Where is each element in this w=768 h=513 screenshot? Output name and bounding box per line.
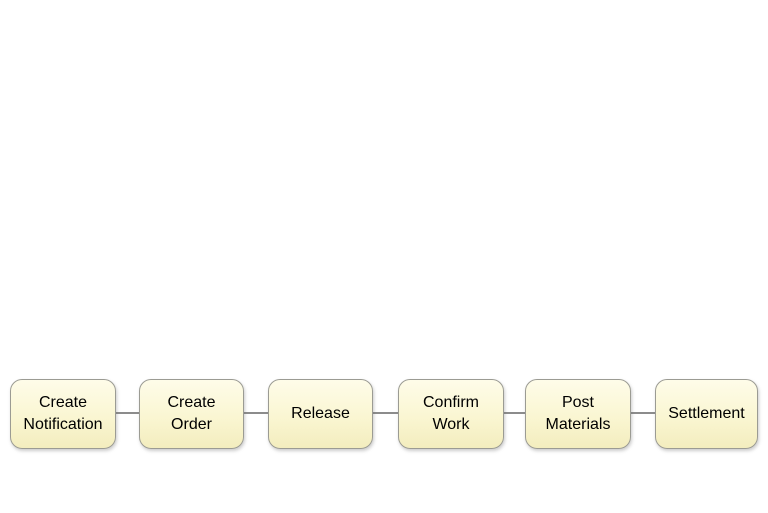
flow-step-release: Release — [268, 379, 373, 449]
flow-step-label: Create Notification — [23, 394, 103, 433]
flow-step-create-order: Create Order — [139, 379, 244, 449]
flow-step-label: Release — [291, 405, 350, 422]
flow-step-label: Create Order — [167, 394, 216, 433]
flow-step-confirm-work: Confirm Work — [398, 379, 504, 449]
flow-step-create-notification: Create Notification — [10, 379, 116, 449]
flow-step-label: Settlement — [668, 405, 745, 422]
flow-step-label: Confirm Work — [422, 394, 479, 433]
flow-connector-line — [60, 412, 708, 414]
flow-step-post-materials: Post Materials — [525, 379, 631, 449]
flow-step-label: Post Materials — [545, 394, 611, 433]
flow-step-settlement: Settlement — [655, 379, 758, 449]
